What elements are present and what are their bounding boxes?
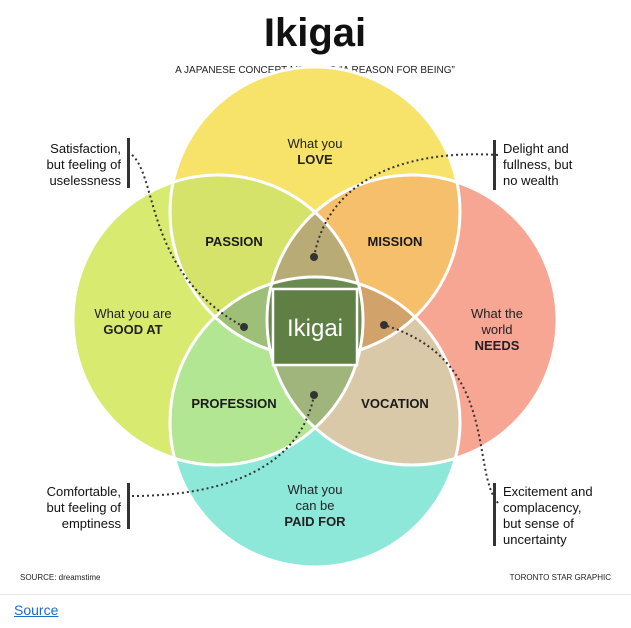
footer-source: SOURCE: dreamstime bbox=[20, 573, 101, 582]
ikigai-venn-diagram: Ikigai A JAPANESE CONCEPT MEANING “A REA… bbox=[20, 11, 612, 582]
footer-credit: TORONTO STAR GRAPHIC bbox=[510, 573, 612, 582]
callout-top-right-line2: fullness, but bbox=[503, 157, 573, 172]
needs-line2: world bbox=[480, 322, 512, 337]
paid-for-line1: What you bbox=[288, 482, 343, 497]
callout-bottom-left-line1: Comfortable, bbox=[47, 484, 121, 499]
good-at-line1: What you are bbox=[94, 306, 171, 321]
callout-endpoints bbox=[240, 253, 388, 399]
paid-for-line3: PAID FOR bbox=[284, 514, 346, 529]
label-profession: PROFESSION bbox=[191, 396, 276, 411]
callout-bottom-left-line2: but feeling of bbox=[47, 500, 122, 515]
love-line1: What you bbox=[288, 136, 343, 151]
needs-line1: What the bbox=[471, 306, 523, 321]
overlap-bottom-left-right bbox=[267, 277, 363, 465]
divider bbox=[0, 594, 631, 595]
callout-bottom-right-line1: Excitement and bbox=[503, 484, 593, 499]
infographic-frame: Ikigai A JAPANESE CONCEPT MEANING “A REA… bbox=[20, 11, 612, 582]
needs-line3: NEEDS bbox=[475, 338, 520, 353]
callout-top-left-line3: uselessness bbox=[49, 173, 121, 188]
label-vocation: VOCATION bbox=[361, 396, 429, 411]
good-at-line2: GOOD AT bbox=[103, 322, 162, 337]
callout-connectors bbox=[127, 151, 499, 504]
callout-top-left-line2: but feeling of bbox=[47, 157, 122, 172]
label-passion: PASSION bbox=[205, 234, 263, 249]
callout-top-left-line1: Satisfaction, bbox=[50, 141, 121, 156]
label-ikigai: Ikigai bbox=[287, 315, 343, 342]
label-mission: MISSION bbox=[368, 234, 423, 249]
paid-for-line2: can be bbox=[295, 498, 334, 513]
source-link[interactable]: Source bbox=[14, 602, 59, 618]
callout-bottom-right-line4: uncertainty bbox=[503, 532, 567, 547]
callout-bottom-right-line2: complacency, bbox=[503, 500, 582, 515]
callout-bottom-right-line3: but sense of bbox=[503, 516, 574, 531]
callout-bottom-left-line3: emptiness bbox=[62, 516, 122, 531]
callout-top-right-line1: Delight and bbox=[503, 141, 569, 156]
ikigai-center-box bbox=[271, 287, 359, 367]
page-title: Ikigai bbox=[264, 11, 366, 55]
overlap-top-left-right bbox=[267, 175, 363, 357]
love-line2: LOVE bbox=[297, 152, 333, 167]
callout-top-right-line3: no wealth bbox=[503, 173, 559, 188]
callout-bars bbox=[127, 138, 496, 546]
